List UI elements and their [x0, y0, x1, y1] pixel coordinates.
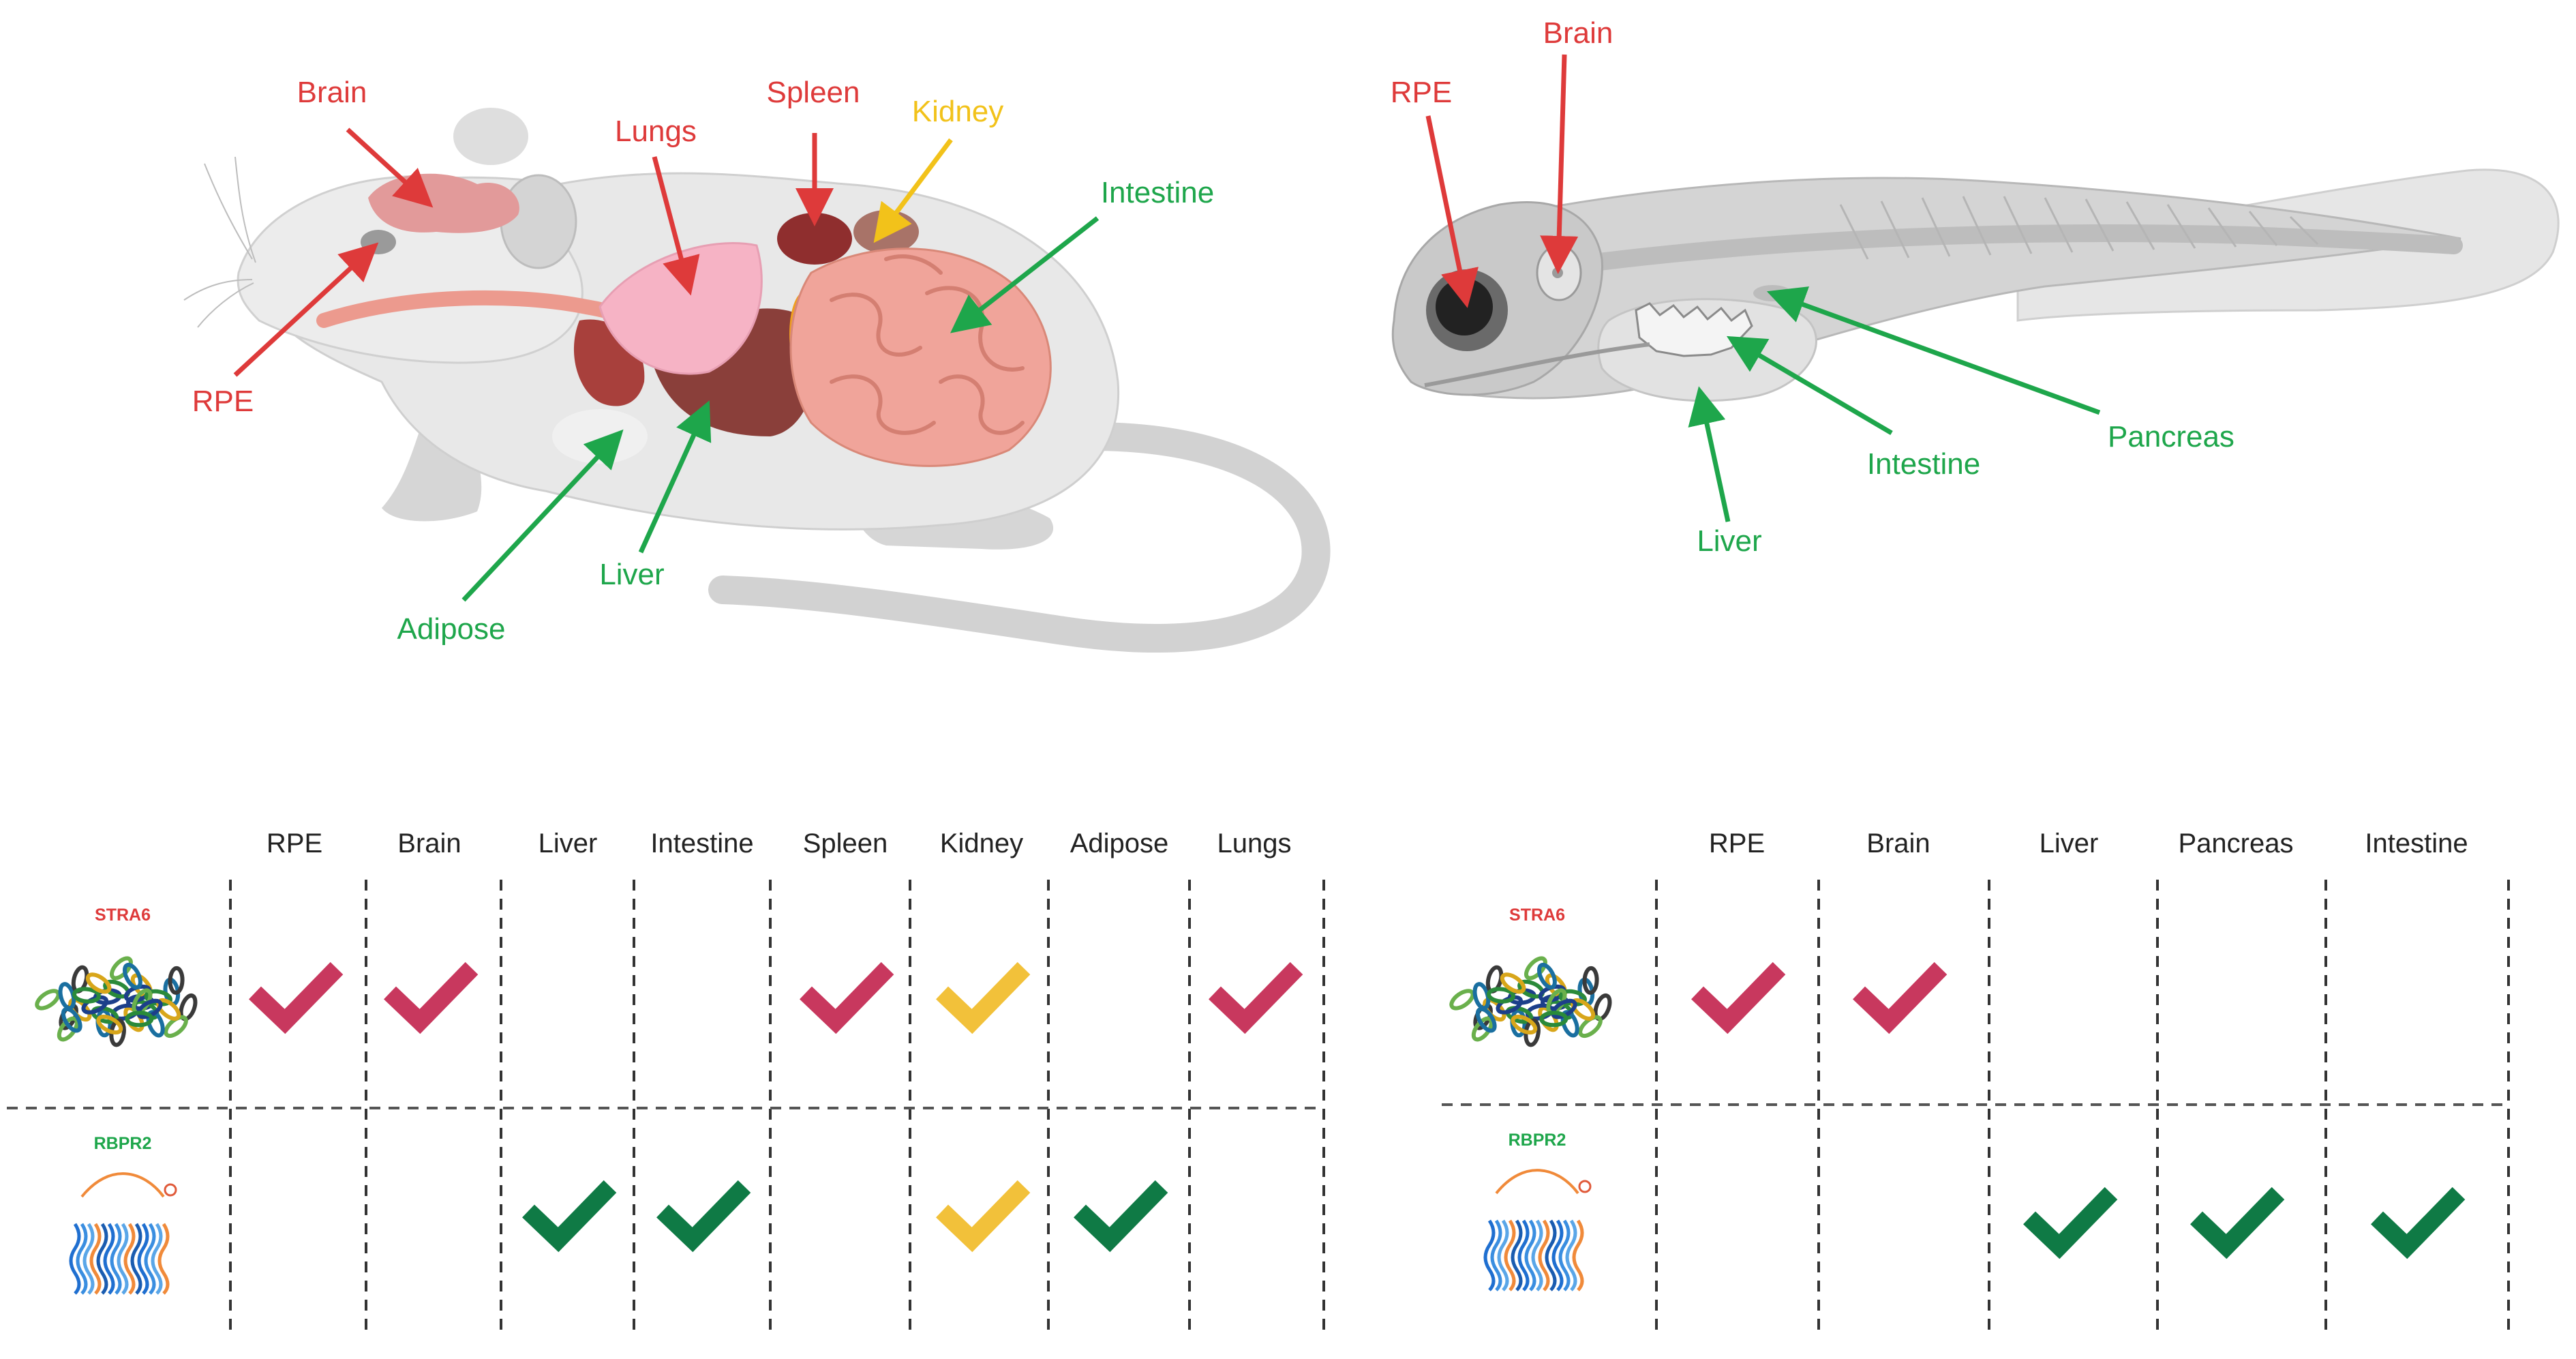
arrow-fish-brain	[1540, 54, 1579, 274]
mouse-table-gene-label-rbpr2: RBPR2	[94, 1134, 152, 1153]
mouse-table-header-rpe: RPE	[267, 828, 322, 858]
label-mouse-lungs: Lungs	[615, 115, 697, 148]
label-mouse-rpe: RPE	[192, 385, 254, 418]
mouse-table-check-stra6-lungs	[1209, 961, 1303, 1034]
mouse-kidney	[853, 210, 919, 254]
mouse-table-header-brain: Brain	[397, 828, 461, 858]
label-mouse-spleen: Spleen	[766, 76, 860, 109]
mouse-table-header-adipose: Adipose	[1070, 828, 1169, 858]
arrow-fish-liver	[1688, 386, 1731, 522]
mouse-ear-front	[500, 174, 577, 269]
label-mouse-liver: Liver	[599, 558, 664, 591]
mouse-whiskers	[183, 156, 256, 328]
mouse-table-protein-structure-rbpr2	[69, 1172, 177, 1295]
zebrafish-jaw	[1424, 342, 1650, 387]
zebrafish-otic	[1552, 267, 1563, 278]
mouse-table-check-stra6-brain	[384, 961, 479, 1034]
fish-table-check-rbpr2-liver	[2023, 1186, 2118, 1259]
mouse-eye	[361, 230, 396, 254]
mouse-table-header-kidney: Kidney	[940, 828, 1023, 858]
mouse-table-header-intestine: Intestine	[650, 828, 753, 858]
zebrafish-notochord	[1559, 224, 2463, 275]
fish-table-header-rpe: RPE	[1709, 828, 1765, 858]
label-fish-rpe: RPE	[1391, 76, 1452, 109]
arrow-fish-pancreas	[1766, 286, 2101, 415]
mouse-table-check-rbpr2-kidney	[936, 1180, 1031, 1253]
zebrafish-intestine	[1635, 302, 1753, 357]
arrow-mouse-adipose	[461, 429, 624, 602]
fish-table-gene-label-rbpr2: RBPR2	[1509, 1131, 1566, 1150]
label-mouse-kidney: Kidney	[912, 95, 1004, 128]
label-fish-liver: Liver	[1697, 524, 1761, 558]
fish-table-header-pancreas: Pancreas	[2179, 828, 2294, 858]
mouse-table-check-rbpr2-adipose	[1074, 1180, 1168, 1253]
arrow-fish-intestine	[1726, 335, 1893, 436]
fish-table-check-stra6-brain	[1853, 961, 1948, 1034]
arrow-mouse-rpe	[233, 242, 379, 377]
label-mouse-intestine: Intestine	[1101, 176, 1214, 209]
fish-table-gene-label-stra6: STRA6	[1509, 906, 1565, 925]
zebrafish-arrows	[1425, 54, 2101, 522]
mouse-table-check-stra6-rpe	[249, 961, 344, 1034]
arrow-mouse-lungs	[652, 156, 700, 296]
fish-table-check-stra6-rpe	[1691, 961, 1786, 1034]
mouse-table-gene-label-stra6: STRA6	[95, 906, 151, 925]
arrow-mouse-kidney	[873, 138, 953, 243]
mouse-table-header-spleen: Spleen	[803, 828, 888, 858]
fish-table-protein-structure-stra6	[1449, 956, 1612, 1047]
label-fish-intestine: Intestine	[1867, 447, 1980, 481]
mouse-table-check-stra6-kidney	[936, 961, 1031, 1034]
fish-table-check-rbpr2-intestine	[2371, 1186, 2466, 1259]
mouse-table-check-rbpr2-intestine	[656, 1180, 751, 1253]
arrow-fish-rpe	[1425, 115, 1479, 308]
mouse-illustration	[183, 108, 1331, 653]
zebrafish-labels: Brain RPE Pancreas Intestine Liver	[1391, 16, 2234, 558]
mouse-table-header-liver: Liver	[539, 828, 598, 858]
mouse-table-check-stra6-spleen	[800, 961, 894, 1034]
zebrafish-somites	[1839, 196, 2319, 260]
fish-table-protein-structure-rbpr2	[1483, 1169, 1592, 1291]
arrow-mouse-brain	[346, 128, 434, 208]
label-fish-pancreas: Pancreas	[2108, 420, 2234, 453]
fish-table-check-rbpr2-pancreas	[2190, 1186, 2285, 1259]
label-fish-brain: Brain	[1543, 16, 1613, 50]
mouse-table-protein-structure-stra6	[35, 956, 198, 1047]
arrow-mouse-intestine	[950, 216, 1100, 333]
label-mouse-adipose: Adipose	[397, 612, 505, 646]
fish-table-header-liver: Liver	[2040, 828, 2099, 858]
label-mouse-brain: Brain	[297, 76, 367, 109]
mouse-labels: Brain Lungs Spleen Kidney Intestine RPE …	[192, 76, 1214, 646]
mouse-table-check-rbpr2-liver	[522, 1180, 617, 1253]
mouse-ear-back	[453, 108, 528, 165]
arrow-mouse-liver	[638, 400, 712, 554]
fish-table-header-brain: Brain	[1866, 828, 1930, 858]
mouse-tail	[708, 422, 1331, 653]
mouse-arrows	[233, 128, 1100, 602]
mouse-expression-table: RPE Brain Liver Intestine Spleen Kidney Adipos…	[7, 828, 1325, 1330]
mouse-spleen	[777, 213, 852, 265]
fish-table-header-intestine: Intestine	[2365, 828, 2468, 858]
mouse-table-header-lungs: Lungs	[1217, 828, 1292, 858]
